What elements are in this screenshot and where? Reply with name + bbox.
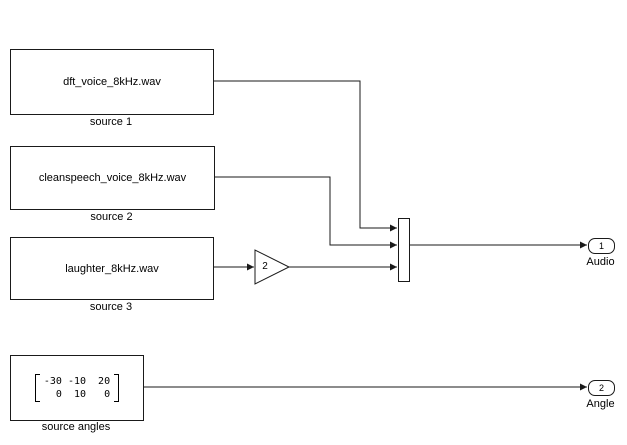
block-source3-label: laughter_8kHz.wav bbox=[65, 262, 159, 275]
outport-angle-number: 2 bbox=[598, 383, 604, 393]
outport-angle-caption: Angle bbox=[586, 398, 615, 410]
block-source1-caption: source 1 bbox=[89, 116, 133, 128]
gain-block[interactable] bbox=[254, 249, 291, 285]
block-source3[interactable]: laughter_8kHz.wav bbox=[10, 237, 214, 300]
outport-audio-caption: Audio bbox=[586, 256, 615, 268]
matrix-row-2: 0 10 0 bbox=[43, 389, 111, 400]
block-source1-label: dft_voice_8kHz.wav bbox=[63, 76, 161, 88]
outport-audio-number: 1 bbox=[598, 241, 604, 251]
gain-value: 2 bbox=[262, 261, 268, 272]
connection-source1-to-mux[interactable] bbox=[212, 80, 397, 232]
matrix-rows: -30 -10 20 0 10 0 bbox=[40, 372, 114, 404]
block-source-angles-caption: source angles bbox=[41, 421, 111, 433]
mux-block[interactable] bbox=[398, 218, 410, 282]
block-source2-label: cleanspeech_voice_8kHz.wav bbox=[38, 172, 187, 184]
block-source-angles[interactable]: -30 -10 20 0 10 0 bbox=[10, 355, 144, 421]
block-source2[interactable]: cleanspeech_voice_8kHz.wav bbox=[10, 146, 215, 210]
block-source1[interactable]: dft_voice_8kHz.wav bbox=[10, 49, 214, 115]
matrix-bracket-left bbox=[34, 374, 40, 402]
matrix-bracket-right bbox=[114, 374, 120, 402]
outport-angle[interactable]: 2 bbox=[588, 380, 615, 396]
matrix-row-1: -30 -10 20 bbox=[43, 376, 111, 387]
angles-matrix: -30 -10 20 0 10 0 bbox=[34, 372, 120, 404]
block-source3-caption: source 3 bbox=[89, 301, 133, 313]
block-source2-caption: source 2 bbox=[90, 211, 133, 223]
outport-audio[interactable]: 1 bbox=[588, 238, 615, 254]
connection-source2-to-mux[interactable] bbox=[213, 176, 397, 249]
